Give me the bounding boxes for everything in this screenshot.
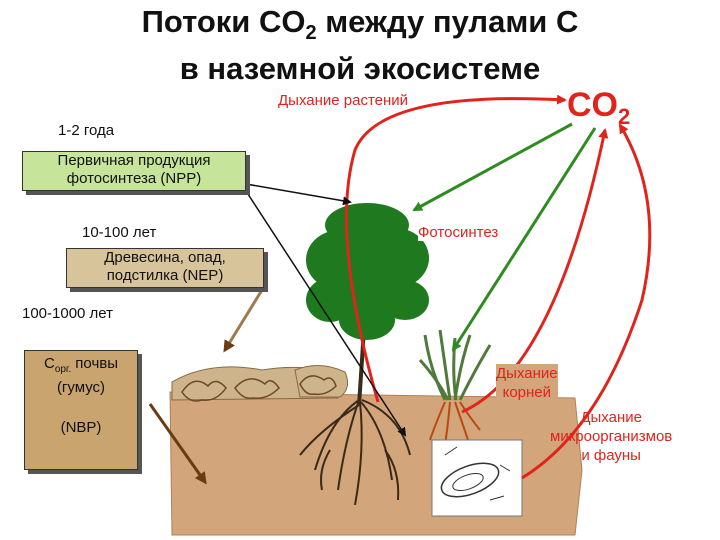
root-respiration-label: Дыхание корней [496, 364, 558, 402]
nbp-line2: (гумус) [56, 379, 106, 396]
root-respiration-arrow [461, 128, 609, 414]
nbp-timescale: 100-1000 лет [22, 305, 114, 322]
photosynthesis-arrow-tree [412, 122, 573, 212]
npp-arrow-canopy [245, 183, 352, 206]
npp-line2: фотосинтеза (NPP) [66, 170, 202, 187]
title-subscript: 2 [305, 22, 317, 45]
dead-leaf [181, 380, 227, 402]
photosynthesis-arrow-grass [451, 127, 597, 352]
grass-clump [418, 329, 492, 401]
nep-timescale: 10-100 лет [82, 224, 157, 241]
litter-patch-2 [294, 365, 349, 398]
nep-line1: Древесина, опад, [104, 249, 226, 266]
npp-pool-box: Первичная продукция фотосинтеза (NPP) [22, 151, 246, 191]
nbp-pool-box: Сорг. почвы (гумус) (NBP) [24, 350, 138, 470]
nbp-line3: (NBP) [60, 419, 102, 436]
nep-line2: подстилка (NEP) [106, 267, 224, 284]
dead-leaf [234, 378, 280, 400]
co2-pool-label: CO2 [567, 86, 631, 129]
npp-arrow-roots [243, 187, 407, 437]
plant-respiration-label: Дыхание растений [278, 92, 409, 109]
photosynthesis-label: Фотосинтез [418, 224, 499, 241]
title-line2: в наземной экосистеме [179, 51, 541, 87]
title-line1-prefix: Потоки CO [141, 4, 306, 39]
npp-timescale: 1-2 года [58, 122, 115, 139]
grass-roots [429, 401, 481, 446]
diagram-title: Потоки CO2 между пулами С в наземной эко… [0, 4, 720, 87]
title-line1-suffix: между пулами С [316, 4, 579, 39]
plant-respiration-arrow [344, 94, 567, 403]
tree-canopy [306, 203, 429, 340]
tree-roots [299, 399, 411, 506]
microorganism-respiration-arrow [521, 123, 652, 480]
nep-pool-box: Древесина, опад, подстилка (NEP) [66, 248, 264, 288]
microorganism-respiration-label: Дыхание микроорганизмов и фауны [550, 409, 673, 464]
microorganism-image [431, 439, 523, 517]
humus-accumulation-arrow [148, 403, 207, 485]
npp-line1: Первичная продукция [57, 152, 211, 169]
nep-to-humus-arrow [223, 289, 264, 353]
dead-leaf [299, 375, 337, 396]
